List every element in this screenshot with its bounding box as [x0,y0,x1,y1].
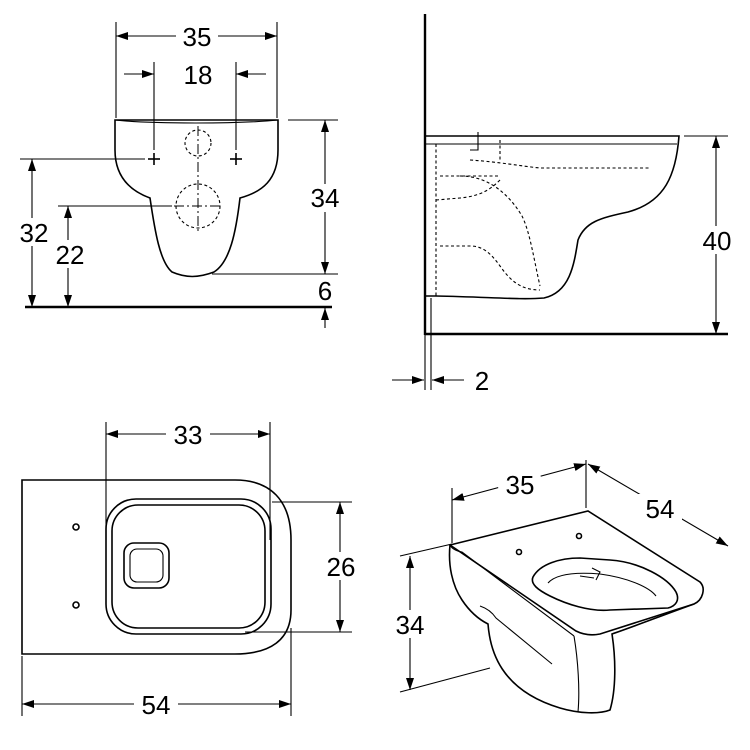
front-dim-35-label: 35 [183,22,212,52]
top-drain-square-inner [129,548,164,583]
top-bowl-inner [111,504,266,629]
side-dim-2-label: 2 [475,366,489,396]
iso-bowl-opening [531,557,679,612]
top-dim-33-bg [166,420,210,448]
side-hidden-trap [435,140,650,296]
front-bowl-rim [114,119,279,124]
top-dim-33-label: 33 [174,420,203,450]
side-dim-40-bg [696,226,738,254]
side-fitting [466,132,500,151]
iso-body-edge [479,605,580,713]
iso-fixing-hole-left [515,548,523,556]
front-dim-22-label: 22 [56,240,85,270]
front-dim-18-label: 18 [184,60,213,90]
front-dim-35-bg [176,22,218,50]
front-dim-22-bg [50,240,88,268]
front-dim-32-label: 32 [20,218,49,248]
front-dim-34-label: 34 [311,183,340,213]
iso-dim-35-bg [495,464,545,504]
front-view: 35 18 34 6 32 22 [14,22,345,328]
iso-dim-54-label: 54 [646,494,675,524]
iso-dim-34-bg [390,610,430,638]
iso-fixing-hole-right [575,532,583,540]
top-dim-54-label: 54 [142,690,171,720]
top-outline [21,479,292,655]
front-dim-34-bg [305,184,345,212]
side-dim-40-label: 40 [703,226,732,256]
iso-body [448,544,695,714]
iso-bowl-inner [547,567,657,597]
iso-ext-34-bottom [399,667,491,693]
top-dim-26-bg [320,552,362,580]
front-dim-6-label: 6 [318,276,332,306]
front-bowl-outline [114,119,279,278]
front-dim-32-bg [14,218,52,246]
top-dim-26-label: 26 [327,552,356,582]
iso-top-surface [448,510,704,636]
iso-top-edge [449,544,575,637]
iso-ext-34-top [399,543,453,557]
iso-dim-35-label: 35 [506,470,535,500]
top-fixing-hole-lower [72,601,80,609]
top-view: 33 26 54 [21,420,362,720]
top-bowl-opening [105,498,272,635]
iso-dim-34-label: 34 [396,610,425,640]
iso-dim-54-bg [638,494,682,522]
side-view: 40 2 [392,14,738,396]
iso-view: 35 54 34 [390,460,729,714]
side-bowl-outline [425,135,680,300]
top-drain-square [123,542,170,589]
top-fixing-hole-upper [72,523,80,531]
top-dim-54-bg [134,690,178,718]
